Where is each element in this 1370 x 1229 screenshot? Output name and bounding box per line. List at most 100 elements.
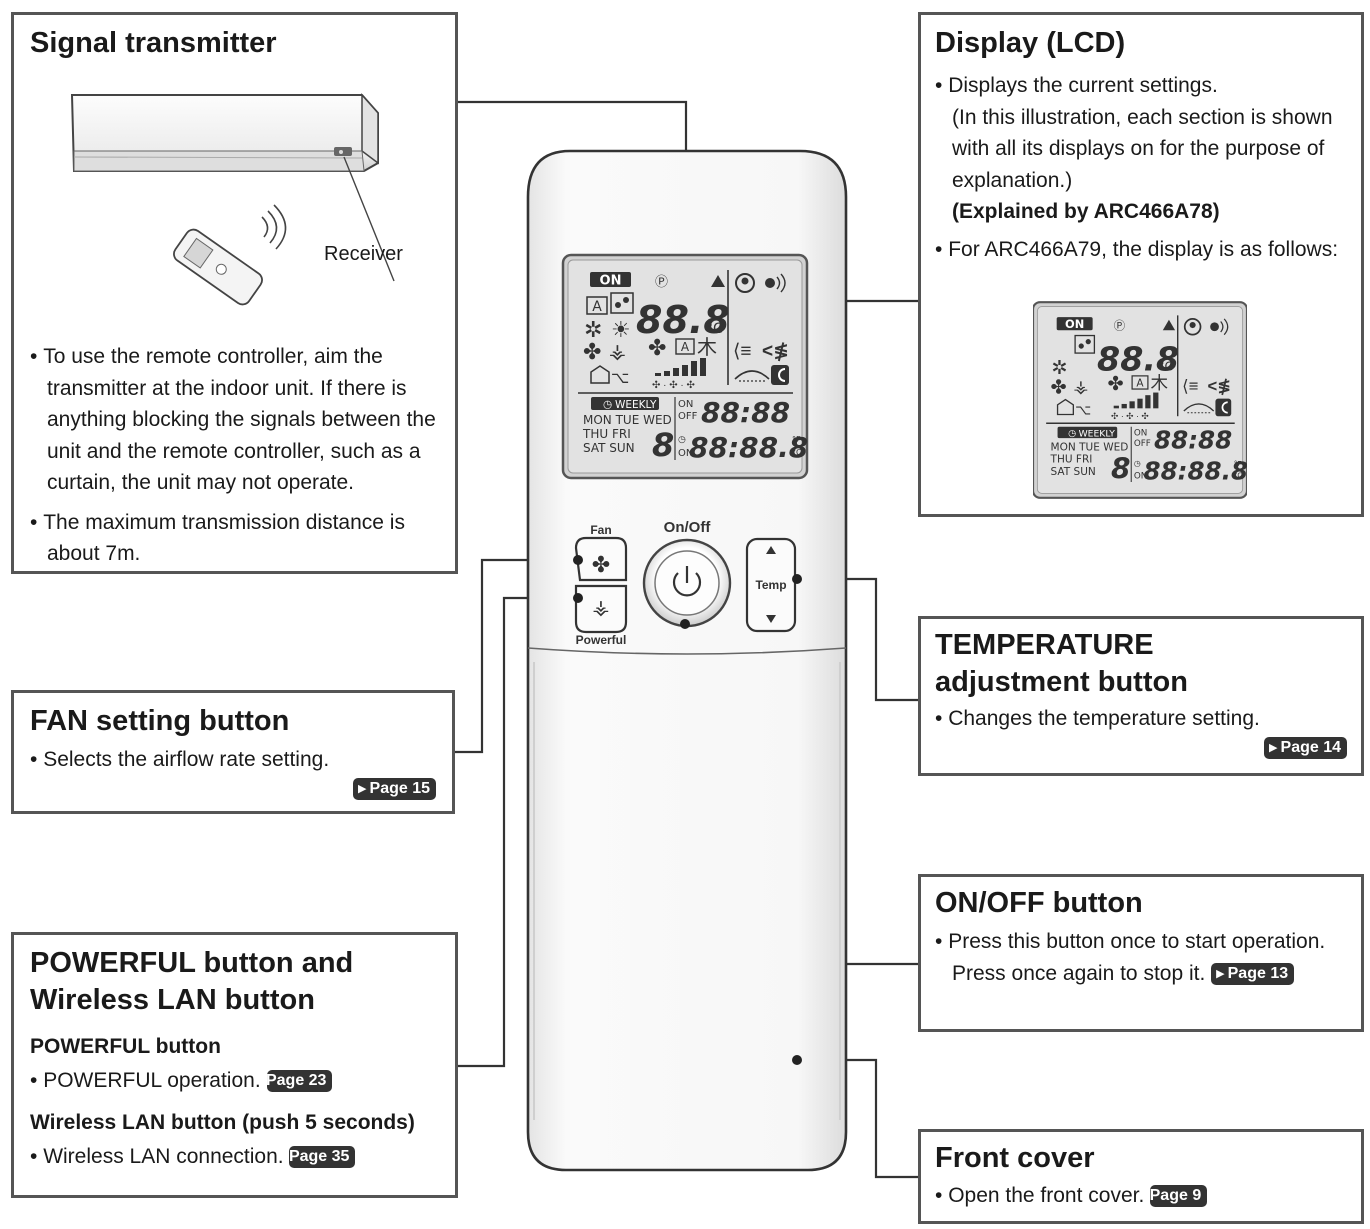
front-cover-bullet-row: Open the front cover. Page 9 <box>935 1180 1347 1212</box>
fan-title: FAN setting button <box>30 705 290 737</box>
lcd2-temp-digits: 88.8 <box>1097 340 1179 379</box>
lcd-cool-icon: ✲ <box>584 317 602 342</box>
lcd-econo-icon: ⌥ <box>611 370 629 387</box>
lcd-timer-on: ON <box>678 399 693 410</box>
powerful-sub-2: Wireless LAN button (push 5 seconds) <box>30 1110 415 1134</box>
lcd2-timer-on: ON <box>1134 429 1147 439</box>
lcd-on-label: ON <box>600 274 622 289</box>
onoff-label: On/Off <box>664 519 712 536</box>
lcd2-temp-unit: °C <box>1158 360 1173 374</box>
powerful-title-2: Wireless LAN button <box>30 984 315 1016</box>
powerful-bullet-2: Wireless LAN connection. <box>43 1144 284 1168</box>
lcd2-days-row1: MON TUE WED <box>1051 441 1129 453</box>
display-title: Display (LCD) <box>935 27 1126 59</box>
lcd2-fan-icon: ✤ <box>1051 377 1067 398</box>
lcd-fan-icon: ✤ <box>583 339 601 364</box>
fan-icon: ✤ <box>592 552 610 577</box>
fan-label: Fan <box>590 523 611 537</box>
lcd-tree-icon: ⽊ <box>697 336 717 359</box>
display-bullet-1c: (Explained by ARC466A78) <box>952 200 1220 223</box>
fan-button[interactable]: ✤ <box>574 536 628 582</box>
receiver-label: Receiver <box>324 243 403 265</box>
front-cover-box: Front cover Open the front cover. Page 9 <box>918 1129 1364 1224</box>
lcd-heat-icon: ☀ <box>611 317 631 342</box>
lcd-power-mark: Ⓟ <box>655 274 668 289</box>
signal-transmitter-box: Signal transmitter Receiver To use the r… <box>11 12 458 574</box>
signal-bullet-1: To use the remote controller, aim the tr… <box>30 341 440 499</box>
temperature-title-2: adjustment button <box>935 666 1188 698</box>
powerful-title-1: POWERFUL button and <box>30 947 354 979</box>
lcd2-clock-digits: 88:88.8 <box>1144 456 1247 485</box>
wlan-page-ref[interactable]: Page 35 <box>289 1145 356 1168</box>
onoff-line-2: Press once again to stop it. <box>952 961 1206 985</box>
lcd2-days-row2: THU FRI <box>1050 454 1093 466</box>
lcd-swing-icon: ⟨≡ <box>733 341 752 362</box>
lcd2-fan-steps-icon: ✣ · ✣ · ✣ <box>1111 411 1149 421</box>
lcd-swing2-icon: <≸ <box>762 341 789 362</box>
lcd-fan2-icon: ✤ <box>648 335 666 360</box>
lcd2-clock-icon: ◷ <box>1134 459 1141 468</box>
indoor-unit-illustration <box>70 93 395 306</box>
display-bullet-1: Displays the current settings. (In this i… <box>935 70 1347 228</box>
temperature-box: TEMPERATURE adjustment button Changes th… <box>918 616 1364 776</box>
power-icon <box>672 566 702 597</box>
temp-down-icon[interactable] <box>766 615 776 623</box>
lcd-arc466a79: ON Ⓟ 88.8 °C ✲ ✤ ⚶ ✤ A ⽊ ⟨≡ <≸ ⌥ ✣ · ✣ ·… <box>1033 301 1247 499</box>
lcd-weekly-label: WEEKLY <box>615 399 657 411</box>
lcd2-timer-digits: 88:88 <box>1154 426 1232 455</box>
signal-transmitter-title: Signal transmitter <box>30 27 277 59</box>
lcd2-clock-on: ON <box>1134 471 1147 481</box>
lcd-timer-off: OFF <box>678 411 698 422</box>
powerful-label: Powerful <box>576 633 627 647</box>
remote-controller: ON Ⓟ A 88.8 °C ✲ ☀ ✤ ⚶ ✤ A ⽊ ⟨≡ <≸ ⌥ <box>526 149 848 1172</box>
lcd-timer-digits: 88:88 <box>701 396 790 429</box>
onoff-page-ref[interactable]: Page 13 <box>1211 962 1295 985</box>
temperature-page-ref[interactable]: Page 14 <box>1264 736 1347 759</box>
lcd2-tree-icon: ⽊ <box>1151 373 1169 393</box>
lcd-days-row1: MON TUE WED <box>583 413 672 427</box>
lcd2-weekly-label: WEEKLY <box>1079 428 1116 439</box>
signal-bullet-2: The maximum transmission distance is abo… <box>30 507 440 570</box>
onoff-title: ON/OFF button <box>935 887 1143 919</box>
lcd2-timer-off: OFF <box>1134 439 1151 449</box>
fan-setting-box: FAN setting button Selects the airflow r… <box>11 690 455 814</box>
lcd2-swing-icon: ⟨≡ <box>1182 377 1198 396</box>
lcd-temp-digits: 88.8 <box>636 298 730 342</box>
temp-up-icon[interactable] <box>766 546 776 554</box>
lcd2-auto-icon: A <box>1136 377 1144 389</box>
temp-label: Temp <box>755 578 786 592</box>
onoff-line-2-row: Press once again to stop it. Page 13 <box>935 958 1347 990</box>
front-cover-page-ref[interactable]: Page 9 <box>1150 1185 1208 1208</box>
lcd2-clock-mini-icon: ◷ <box>1068 428 1076 438</box>
powerful-box: POWERFUL button and Wireless LAN button … <box>11 932 458 1198</box>
onoff-button[interactable] <box>642 538 732 628</box>
lcd2-unit-f: °F <box>1234 459 1242 468</box>
front-cover-bullet: Open the front cover. <box>948 1184 1145 1207</box>
lcd2-cool-icon: ✲ <box>1051 358 1067 379</box>
lcd-temp-unit: °C <box>706 321 723 337</box>
leader-signal <box>456 100 688 152</box>
fan-bullet: Selects the airflow rate setting. <box>30 744 436 776</box>
temp-button[interactable] <box>745 537 797 633</box>
lcd2-days-row3: SAT SUN <box>1051 466 1096 478</box>
lcd-auto-icon: A <box>592 299 602 315</box>
temperature-title-1: TEMPERATURE <box>935 629 1154 661</box>
lcd-clock-mini-icon: ◷ <box>603 399 612 411</box>
remote-cover-seam <box>527 647 847 655</box>
display-bullet-1a: Displays the current settings. <box>948 74 1218 97</box>
lcd2-powerful-icon: ⚶ <box>1073 377 1088 397</box>
lcd-fan-steps-icon: ✣ · ✣ · ✣ <box>652 380 695 391</box>
fan-page-ref[interactable]: Page 15 <box>353 777 436 800</box>
lcd2-econo-icon: ⌥ <box>1075 401 1091 417</box>
onoff-box: ON/OFF button Press this button once to … <box>918 874 1364 1032</box>
display-bullet-1b: (In this illustration, each section is s… <box>952 105 1333 192</box>
powerful-button[interactable]: ⚶ <box>574 584 628 634</box>
onoff-line-1: Press this button once to start operatio… <box>935 926 1347 958</box>
temperature-bullet: Changes the temperature setting. <box>935 703 1347 735</box>
powerful-bullet-1: POWERFUL operation. <box>43 1069 261 1092</box>
lcd2-fan2-icon: ✤ <box>1108 374 1124 395</box>
leader-dots <box>573 555 802 1065</box>
lcd-clock-icon: ◷ <box>678 434 686 444</box>
powerful-page-ref[interactable]: Page 23 <box>266 1070 333 1093</box>
